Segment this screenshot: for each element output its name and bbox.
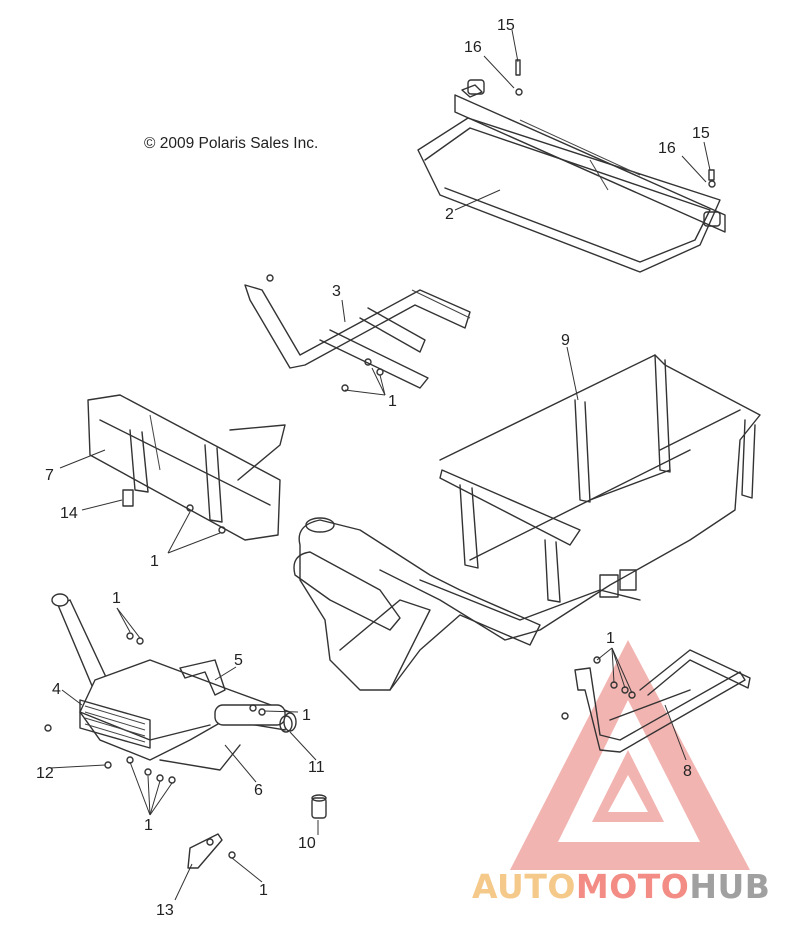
copyright-text: © 2009 Polaris Sales Inc. — [144, 135, 318, 152]
watermark-moto: MOTO — [576, 867, 689, 906]
callout-1: 1 — [606, 630, 615, 647]
callout-11: 11 — [308, 759, 325, 776]
callout-15: 15 — [692, 125, 710, 142]
part-5-bracket — [179, 659, 226, 696]
part-6-front-bumper — [51, 593, 297, 771]
callout-1: 1 — [302, 707, 311, 724]
callout-12: 12 — [36, 765, 54, 782]
fasteners — [44, 504, 266, 784]
callout-4: 4 — [52, 681, 61, 698]
callout-labels: 15 16 15 16 2 3 9 1 7 14 1 1 5 4 1 11 12… — [36, 17, 710, 919]
callout-9: 9 — [561, 332, 570, 349]
watermark-hub: HUB — [689, 867, 770, 906]
callout-1: 1 — [112, 590, 121, 607]
callout-2: 2 — [445, 206, 454, 223]
part-10-spacer — [311, 794, 327, 819]
callout-3: 3 — [332, 283, 341, 300]
callout-1: 1 — [388, 393, 397, 410]
callout-5: 5 — [234, 652, 243, 669]
callout-7: 7 — [45, 467, 54, 484]
callout-8: 8 — [683, 763, 692, 780]
callout-10: 10 — [298, 835, 316, 852]
leader-lines — [49, 29, 711, 901]
svg-text:AUTOMOTOHUB: AUTOMOTOHUB — [472, 867, 770, 906]
callout-1: 1 — [144, 817, 153, 834]
part-9-main-frame — [293, 354, 761, 691]
callout-15: 15 — [497, 17, 515, 34]
watermark-wordmark: AUTOMOTOHUB — [472, 867, 770, 906]
callout-16: 16 — [464, 39, 482, 56]
callout-14: 14 — [60, 505, 78, 522]
part-4-grille — [79, 699, 151, 749]
part-7-front-frame-section — [87, 394, 286, 541]
watermark-auto: AUTO — [472, 867, 576, 906]
callout-1: 1 — [259, 882, 268, 899]
callout-13: 13 — [156, 902, 174, 919]
part-13-mount-plate — [187, 833, 236, 869]
part-11-cap — [279, 715, 293, 733]
part-2-cargo-bed-rack — [417, 59, 726, 273]
part-3-rear-bracket — [244, 274, 471, 392]
callout-16: 16 — [658, 140, 676, 157]
watermark-logo — [510, 640, 750, 870]
callout-1: 1 — [150, 553, 159, 570]
callout-6: 6 — [254, 782, 263, 799]
